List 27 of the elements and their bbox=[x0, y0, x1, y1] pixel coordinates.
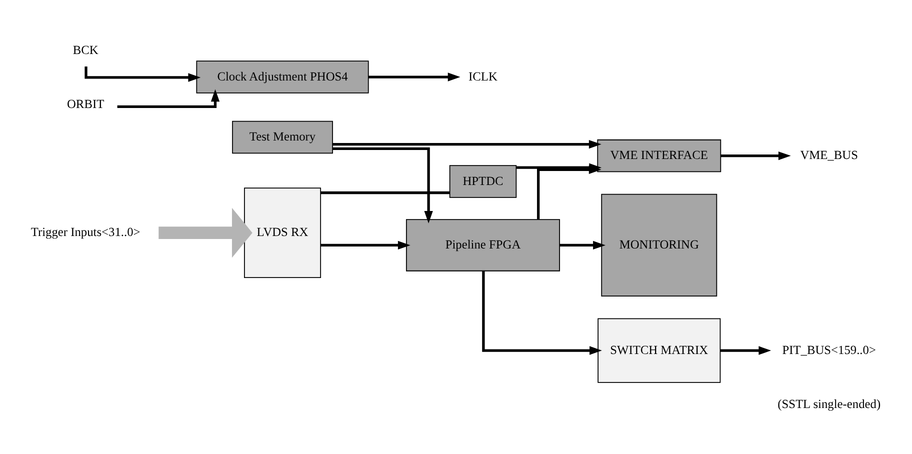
node-text: ORBIT bbox=[67, 96, 104, 110]
arrow bbox=[332, 139, 602, 148]
arrow bbox=[720, 150, 791, 160]
node-text: BCK bbox=[72, 42, 98, 56]
arrow bbox=[482, 270, 602, 354]
arrow bbox=[117, 88, 220, 108]
node-text: VME_BUS bbox=[800, 148, 858, 162]
node-text: Trigger Inputs<31..0> bbox=[30, 224, 140, 239]
node-box: SWITCH MATRIX bbox=[598, 318, 721, 382]
node-box: MONITORING bbox=[601, 193, 718, 296]
node-box: HPTDC bbox=[449, 164, 517, 198]
node-text: ICLK bbox=[468, 68, 498, 83]
node-text: PIT_BUS<159..0> bbox=[782, 342, 876, 356]
arrow bbox=[537, 164, 602, 219]
arrow bbox=[158, 207, 252, 258]
node-box: VME INTERFACE bbox=[597, 138, 722, 172]
arrow bbox=[320, 240, 410, 250]
arrow bbox=[720, 346, 772, 354]
node-label: (SSTL single-ended) bbox=[778, 396, 881, 410]
node-box: Pipeline FPGA bbox=[406, 218, 560, 271]
arrow bbox=[332, 146, 433, 223]
arrow bbox=[368, 72, 460, 81]
node-box: Test Memory bbox=[232, 120, 333, 154]
arrow bbox=[560, 240, 606, 250]
node-box: Clock Adjustment PHOS4 bbox=[196, 60, 369, 93]
connector bbox=[320, 190, 450, 194]
node-box: LVDS RX bbox=[244, 187, 322, 278]
